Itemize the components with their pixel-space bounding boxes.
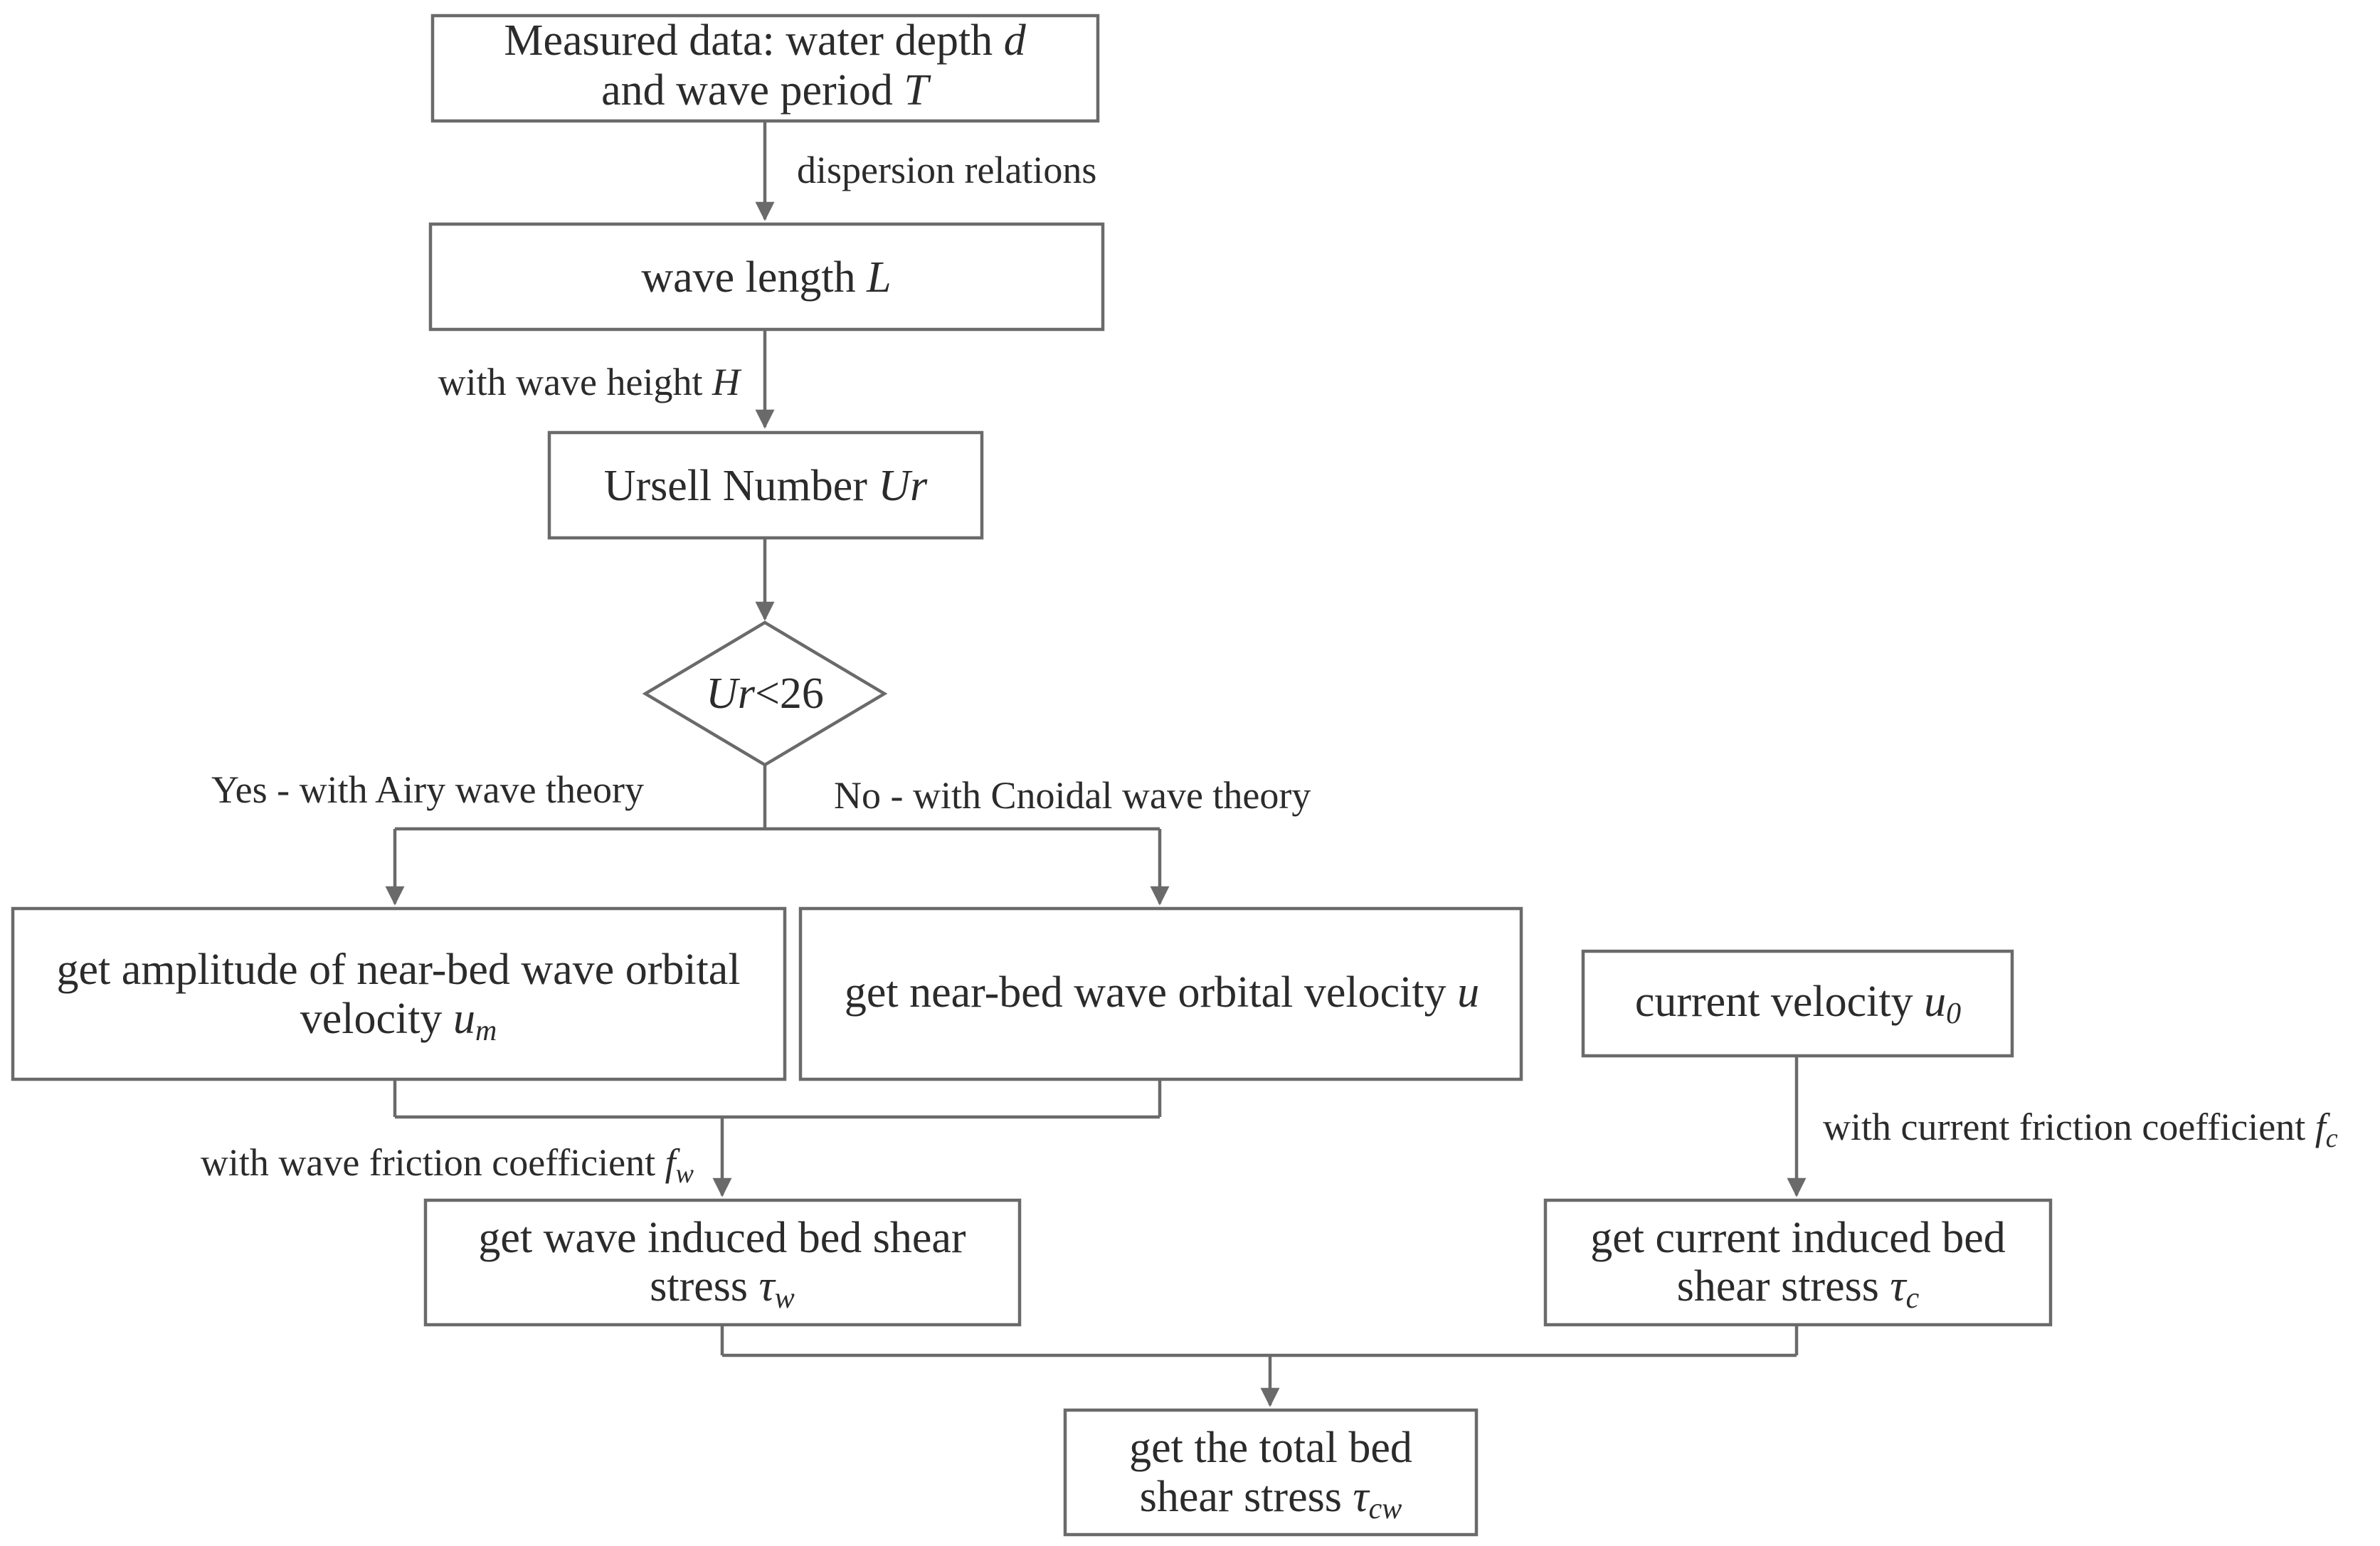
ursell-label: Ursell Number Ur: [604, 462, 928, 510]
dispersion-label: dispersion relations: [797, 149, 1096, 191]
total-shear-line2: shear stress τcw: [1140, 1473, 1402, 1525]
node-wave-length: wave length L: [428, 222, 1105, 332]
connectors: [385, 121, 1807, 1407]
node-measured-data: Measured data: water depth d and wave pe…: [430, 14, 1100, 123]
edge-labels: dispersion relations with wave height H …: [201, 149, 2338, 1189]
amplitude-line1: get amplitude of near-bed wave orbital: [56, 946, 740, 994]
current-velocity-label: current velocity u0: [1635, 978, 1961, 1030]
node-wave-shear: get wave induced bed shear stress τw: [423, 1198, 1022, 1327]
node-current-velocity: current velocity u0: [1581, 949, 2014, 1058]
node-amplitude: get amplitude of near-bed wave orbital v…: [11, 906, 787, 1081]
wave-friction-label: with wave friction coefficient fw: [201, 1141, 694, 1189]
wave-height-label: with wave height H: [438, 361, 742, 403]
node-decision: Ur<26: [642, 620, 888, 767]
amplitude-line2: velocity um: [300, 995, 497, 1047]
measured-line2: and wave period T: [601, 66, 931, 115]
total-shear-line1: get the total bed: [1129, 1424, 1412, 1472]
node-current-shear: get current induced bed shear stress τc: [1543, 1198, 2053, 1327]
node-total-shear: get the total bed shear stress τcw: [1063, 1408, 1479, 1537]
decision-label: Ur<26: [706, 669, 824, 718]
node-orbital-velocity: get near-bed wave orbital velocity u: [798, 906, 1523, 1081]
orbital-label: get near-bed wave orbital velocity u: [845, 968, 1479, 1017]
wave-shear-line2: stress τw: [650, 1262, 795, 1315]
yes-branch-label: Yes - with Airy wave theory: [211, 768, 644, 811]
node-ursell-number: Ursell Number Ur: [547, 430, 984, 540]
wavelength-label: wave length L: [641, 253, 891, 302]
measured-line1: Measured data: water depth d: [504, 16, 1026, 65]
current-shear-line2: shear stress τc: [1677, 1262, 1920, 1315]
no-branch-label: No - with Cnoidal wave theory: [834, 774, 1311, 817]
current-friction-label: with current friction coefficient fc: [1823, 1106, 2338, 1153]
wave-shear-line1: get wave induced bed shear: [478, 1214, 966, 1262]
current-shear-line1: get current induced bed: [1590, 1214, 2006, 1262]
